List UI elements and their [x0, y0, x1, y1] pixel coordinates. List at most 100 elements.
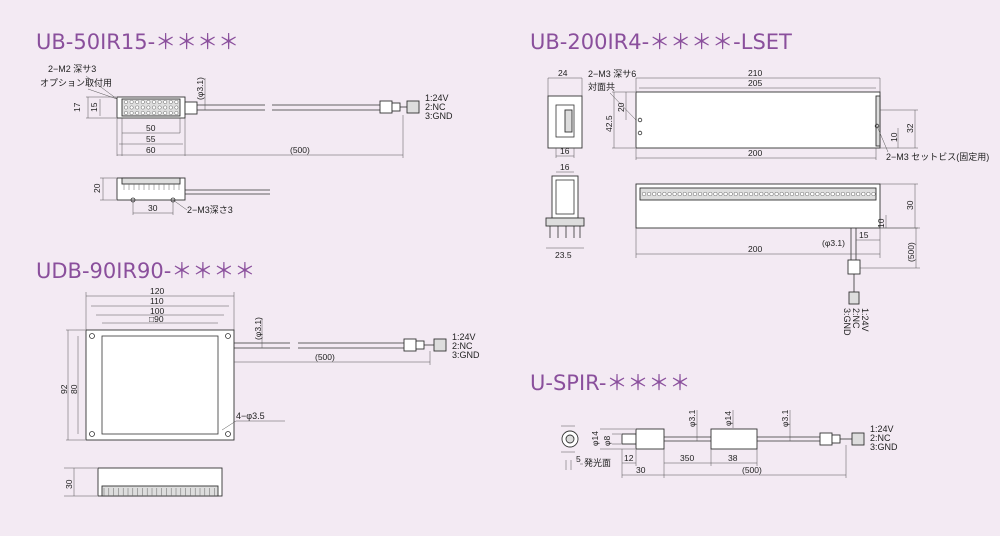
ub50-w60: 60	[146, 145, 156, 155]
led-dot	[789, 191, 794, 196]
uspir-d14b: φ14	[723, 411, 733, 426]
ub200-cable-dia: (φ3.1)	[822, 238, 845, 248]
led-dot	[769, 191, 774, 196]
led-dot	[713, 191, 718, 196]
ub200-front-view: 2−M3 深サ6 対面共 210 205 42.5 20 32 10 2−M3 …	[588, 68, 989, 162]
ub200-w16: 16	[560, 146, 570, 156]
udb90-top-view: 120 110 100 □90 1:24V 2:NC 3:GND (φ3.1) …	[59, 286, 480, 441]
led-dot	[657, 191, 662, 196]
ub50-note-line1: 2−M2 深サ3	[48, 64, 96, 74]
ub200-h16: 16	[560, 162, 570, 172]
uspir-head	[635, 428, 665, 450]
led-dot	[157, 100, 162, 104]
led-dot	[754, 191, 759, 196]
ub200-h30: 30	[905, 200, 915, 210]
led-dot	[146, 105, 151, 110]
ub200-w200: 200	[748, 148, 762, 158]
ub50-cable-len: (500)	[290, 145, 310, 155]
uspir-w12: 12	[624, 453, 634, 463]
led-dot	[124, 111, 128, 115]
uspir-wire-1: 1:24V	[870, 424, 894, 434]
led-dot	[861, 191, 866, 196]
led-dot	[835, 191, 840, 196]
led-dot	[152, 105, 156, 110]
led-dot	[800, 191, 805, 196]
led-dot	[174, 100, 179, 104]
led-dot	[152, 111, 156, 115]
led-dot	[129, 100, 134, 104]
uspir-w38: 38	[728, 453, 738, 463]
ub200-note1: 2−M3 深サ6	[588, 69, 636, 79]
led-dot	[163, 100, 168, 104]
led-dot	[693, 191, 698, 196]
ub50-cable-dia: (φ3.1)	[195, 77, 205, 100]
udb90-wire-2: 2:NC	[452, 341, 473, 351]
led-dot	[866, 191, 871, 196]
ub200-w210: 210	[748, 68, 762, 78]
udb90-w110: 110	[150, 296, 164, 306]
led-dot	[140, 111, 145, 115]
led-dot	[774, 191, 779, 196]
led-dot	[810, 191, 815, 196]
led-dot	[135, 105, 140, 110]
title-udb90: UDB-90IR90-＊＊＊＊	[36, 259, 255, 283]
led-dot	[759, 191, 764, 196]
led-dot	[152, 100, 156, 104]
led-dot	[815, 191, 820, 196]
udb90-side-h30: 30	[64, 479, 74, 489]
led-dot	[723, 191, 728, 196]
led-dot	[157, 111, 162, 115]
uspir-amp	[710, 428, 758, 450]
led-dot	[738, 191, 743, 196]
ub200-bottom-view: 1:24V 2:NC 3:GND 30 10 15 (φ3.1) 200 (50…	[635, 183, 920, 336]
led-dot	[677, 191, 682, 196]
led-dot	[135, 100, 140, 104]
led-dot	[744, 191, 749, 196]
led-dot	[124, 100, 128, 104]
led-dot	[687, 191, 692, 196]
ub200-h32: 32	[905, 123, 915, 133]
title-ub50: UB-50IR15-＊＊＊＊	[36, 30, 239, 54]
led-dot	[840, 191, 845, 196]
udb90-wire-1: 1:24V	[452, 332, 476, 342]
ub50-side-note: 2−M3深さ3	[187, 205, 233, 215]
led-dot	[779, 191, 784, 196]
ub50-side-w30: 30	[148, 203, 158, 213]
ub50-w55: 55	[146, 134, 156, 144]
led-dot	[698, 191, 703, 196]
led-dot	[871, 191, 876, 196]
title-uspir: U-SPIR-＊＊＊＊	[530, 371, 690, 395]
uspir-d8: φ8	[602, 435, 612, 446]
udb90-h80: 80	[69, 384, 79, 394]
led-dot	[662, 191, 667, 196]
led-dot	[168, 105, 173, 110]
ub200-h15: 15	[859, 230, 869, 240]
led-dot	[146, 100, 151, 104]
led-dot	[672, 191, 677, 196]
ub200-h10: 10	[889, 132, 899, 142]
led-dot	[157, 105, 162, 110]
ub200-w24: 24	[558, 68, 568, 78]
ub200-h20: 20	[616, 102, 626, 112]
ub200-end-view: 24 16	[547, 68, 583, 158]
led-dot	[856, 191, 861, 196]
udb90-holes: 4−φ3.5	[236, 411, 265, 421]
led-dot	[703, 191, 708, 196]
ub200-end-view-2: 16 23.5	[545, 162, 585, 260]
led-dot	[140, 105, 145, 110]
uspir-wire-2: 2:NC	[870, 433, 891, 443]
ub50-connector	[406, 100, 420, 114]
udb90-cable-dia: (φ3.1)	[253, 317, 263, 340]
led-dot	[129, 105, 134, 110]
led-dot	[820, 191, 825, 196]
ub200-wire-3: 3:GND	[842, 308, 852, 336]
udb90-cable-len: (500)	[315, 352, 335, 362]
ub50-wire-1: 1:24V	[425, 93, 449, 103]
udb90-sq90: □90	[149, 314, 164, 324]
led-dot	[708, 191, 713, 196]
ub50-h17: 17	[72, 102, 82, 112]
udb90-side-view: 30	[64, 467, 223, 497]
led-dot	[163, 111, 168, 115]
uspir-emit: 発光面	[584, 457, 611, 468]
ub200-w205: 205	[748, 78, 762, 88]
